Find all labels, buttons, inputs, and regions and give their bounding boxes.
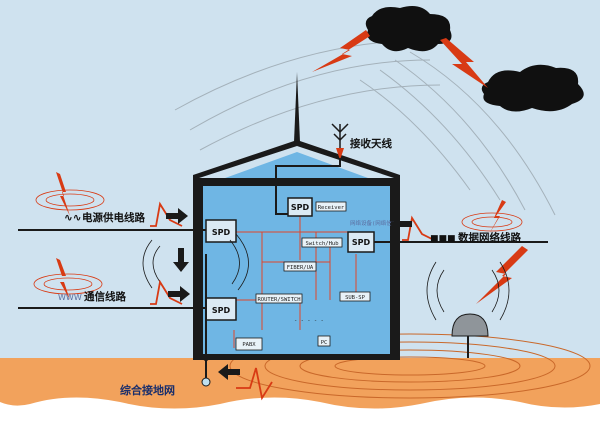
grounding-label: 综合接地网 xyxy=(120,383,175,397)
induction-arcs xyxy=(142,233,249,291)
data-line-marker: ■■■ xyxy=(430,234,456,244)
power-line-marker: ∿∿ xyxy=(64,212,82,224)
spd-power: SPD xyxy=(205,219,237,243)
switch-label: Switch/Hub xyxy=(305,241,338,247)
dish-radiation-arcs xyxy=(426,261,510,321)
dashed-cable-marks: - - - - - xyxy=(294,318,324,324)
pc-icon: PC xyxy=(317,335,331,347)
receive-antenna-label: 接收天线 xyxy=(350,137,392,150)
comm-line-label: 通信线路 xyxy=(84,290,126,303)
data-line-label: 数据网络线路 xyxy=(457,231,521,244)
router-label: ROUTER/SWITCH xyxy=(257,297,300,303)
fiber-box xyxy=(283,261,317,272)
lightning-bolt-icon-left xyxy=(56,172,70,300)
fiber-label: FIBER/UA xyxy=(287,265,314,271)
spd-power-label: SPD xyxy=(212,228,231,237)
storm-cloud-icon xyxy=(365,6,584,112)
lightning-rod-icon xyxy=(294,72,300,142)
sub-box xyxy=(339,291,371,302)
switch-box xyxy=(301,237,343,248)
sub-label: SUB-SP xyxy=(345,295,366,301)
spd-data-label: SPD xyxy=(352,238,371,247)
surge-arrow-icon xyxy=(166,208,412,380)
equipment xyxy=(235,201,371,351)
ground-rod-icon xyxy=(201,355,211,387)
receiver-label: Receiver xyxy=(318,205,345,211)
spd-comm: SPD xyxy=(205,297,237,321)
comm-line-marker: WWW xyxy=(58,293,82,302)
antenna-surge-arrow-icon xyxy=(336,148,344,160)
ground-soil xyxy=(0,358,600,409)
surge-waveforms xyxy=(150,201,435,401)
spd-antenna-label: SPD xyxy=(291,203,310,212)
em-rings-left xyxy=(33,189,105,295)
spd-comm-label: SPD xyxy=(212,306,231,315)
satellite-dish-icon xyxy=(451,313,489,358)
external-cables xyxy=(18,229,548,372)
lightning-bolt-icon xyxy=(312,30,528,304)
em-rings-right xyxy=(461,212,523,232)
lightning-bolt-icon-right xyxy=(488,200,506,236)
radiation-arcs xyxy=(174,39,556,216)
power-line-label: 电源供电线路 xyxy=(82,211,145,224)
pc-label: PC xyxy=(321,340,328,346)
ground-ripples xyxy=(229,333,591,399)
pabx-box xyxy=(235,337,263,351)
network-box-label: 网络设备(网络信) xyxy=(350,219,395,227)
antenna-cable xyxy=(275,158,341,215)
receiver-box xyxy=(315,201,347,212)
spd-data: SPD xyxy=(347,231,375,253)
router-box xyxy=(255,293,303,304)
building-roof-fill xyxy=(203,152,390,186)
pabx-label: PABX xyxy=(242,342,256,348)
spd-antenna: SPD xyxy=(287,197,313,217)
